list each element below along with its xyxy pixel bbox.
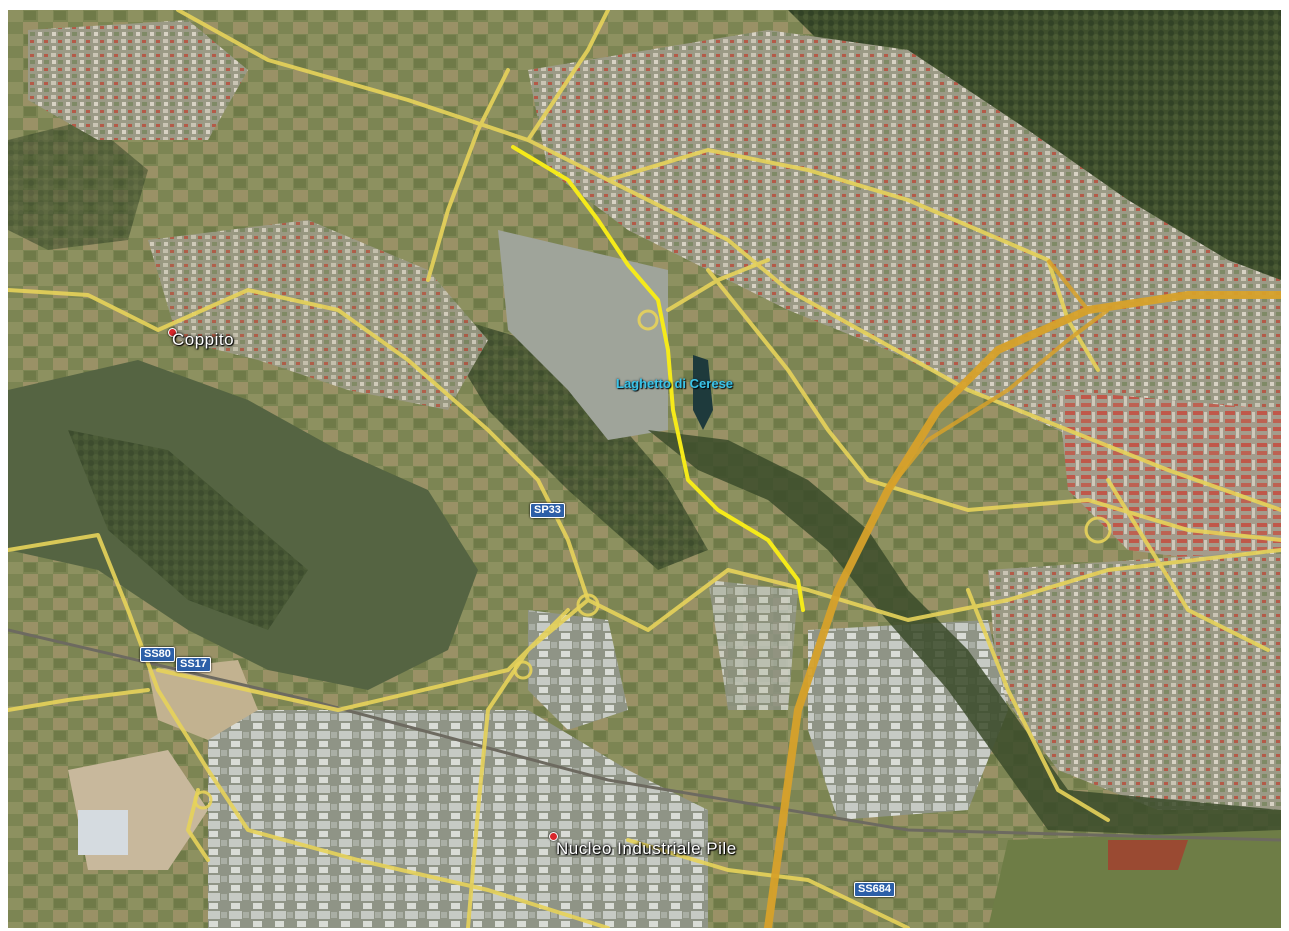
nucleo-industriale-label[interactable]: Nucleo Industriale Pile — [556, 839, 737, 858]
ss684-shield: SS684 — [854, 882, 896, 897]
nucleo-pin-icon[interactable] — [549, 832, 558, 841]
map-imagery[interactable] — [8, 10, 1281, 928]
sp33-shield: SP33 — [530, 503, 565, 518]
ss17-shield: SS17 — [176, 657, 211, 672]
laghetto-label[interactable]: Laghetto di Cerese — [616, 376, 734, 391]
ss80-shield: SS80 — [140, 647, 175, 662]
satellite-map[interactable]: Coppito Nucleo Industriale Pile Laghetto… — [8, 10, 1281, 928]
coppito-label[interactable]: Coppito — [172, 330, 235, 349]
coppito-pin-icon[interactable] — [168, 328, 177, 337]
